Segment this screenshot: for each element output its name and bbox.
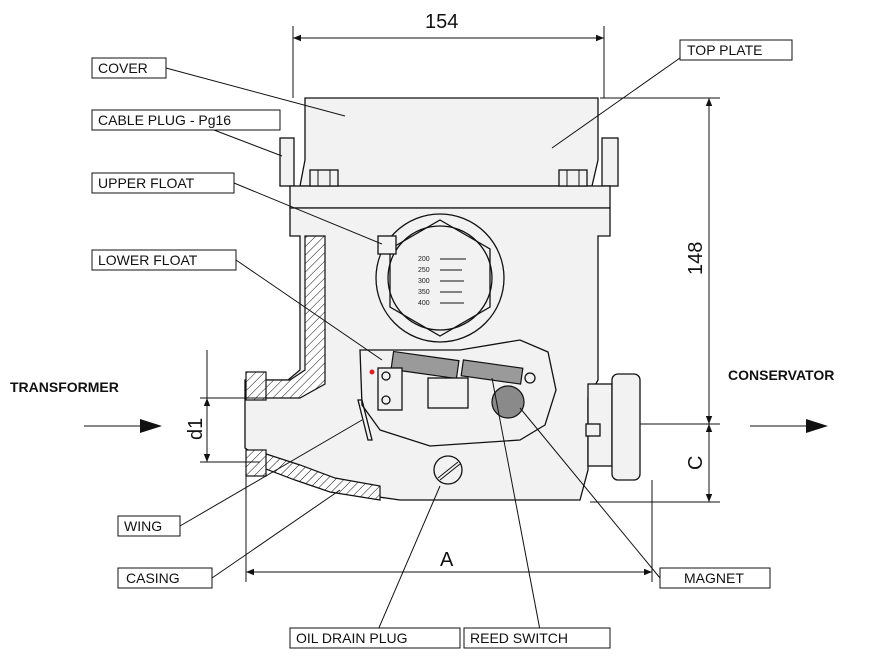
dimension-lines — [200, 26, 720, 582]
callout-leaders — [165, 57, 681, 631]
label-upper-float: UPPER FLOAT — [98, 175, 195, 191]
nut-right — [558, 169, 588, 187]
dimension-c: C — [685, 456, 707, 470]
lower-float-shape — [390, 350, 460, 380]
callout-cable-plug: CABLE PLUG - Pg16 — [91, 109, 281, 131]
label-oil-drain-plug: OIL DRAIN PLUG — [296, 630, 408, 646]
callout-magnet: MAGNET — [659, 567, 771, 589]
label-wing: WING — [124, 518, 162, 534]
label-top-plate: TOP PLATE — [687, 42, 762, 58]
callout-reed-switch: REED SWITCH — [463, 627, 611, 649]
reed-switch-shape — [460, 359, 524, 385]
scale-mark-1: 200 — [418, 256, 430, 263]
scale-mark-2: 250 — [418, 267, 430, 274]
magnet-shape — [491, 385, 525, 419]
outlet-cap — [611, 373, 641, 481]
scale-mark-3: 300 — [418, 278, 430, 285]
pivot-block-center — [427, 377, 469, 409]
flow-from-label: TRANSFORMER — [10, 379, 119, 395]
scale-mark-4: 350 — [418, 289, 430, 296]
casing-wall-left — [259, 235, 326, 399]
callout-upper-float: UPPER FLOAT — [91, 172, 235, 194]
outlet-pin — [585, 423, 601, 437]
flow-arrow-left — [140, 419, 162, 433]
cable-plug-left — [279, 137, 295, 187]
oil-level-scale: 200 250 300 350 400 — [418, 256, 466, 307]
nut-left — [309, 169, 339, 187]
scale-mark-5: 400 — [418, 300, 430, 307]
inlet-flange — [245, 371, 267, 401]
marker-dot — [369, 369, 375, 375]
flow-arrows: TRANSFORMER CONSERVATOR — [10, 367, 834, 433]
dimension-width-154: 154 — [425, 11, 458, 33]
top-plate-shape — [289, 185, 611, 209]
callout-cover: COVER — [91, 57, 167, 79]
inspection-window-outer — [375, 213, 505, 343]
mechanism-housing — [359, 339, 557, 447]
label-magnet: MAGNET — [684, 570, 744, 586]
label-cover: COVER — [98, 60, 148, 76]
callout-oil-drain-plug: OIL DRAIN PLUG — [289, 627, 461, 649]
relay-body: 200 250 300 350 400 — [244, 97, 641, 501]
flow-arrow-right — [806, 419, 828, 433]
casing-wall-bottom — [257, 451, 381, 501]
cover-shape — [299, 97, 599, 187]
label-reed-switch: REED SWITCH — [470, 630, 568, 646]
label-lower-float: LOWER FLOAT — [98, 252, 198, 268]
dimension-a: A — [440, 549, 454, 571]
callout-lower-float: LOWER FLOAT — [91, 249, 237, 271]
dimension-d1: d1 — [185, 418, 207, 440]
flow-to-label: CONSERVATOR — [728, 367, 834, 383]
wing-shape — [357, 399, 373, 441]
label-casing: CASING — [126, 570, 180, 586]
callout-casing: CASING — [117, 567, 213, 589]
inspection-window-inner — [387, 225, 493, 331]
callout-top-plate: TOP PLATE — [679, 39, 793, 61]
label-cable-plug: CABLE PLUG - Pg16 — [98, 112, 231, 128]
cable-plug-right — [601, 137, 619, 187]
inlet-flange-lower — [245, 449, 267, 477]
callout-wing: WING — [117, 515, 181, 537]
dimension-height-148: 148 — [685, 242, 707, 275]
upper-float-block — [377, 235, 397, 255]
